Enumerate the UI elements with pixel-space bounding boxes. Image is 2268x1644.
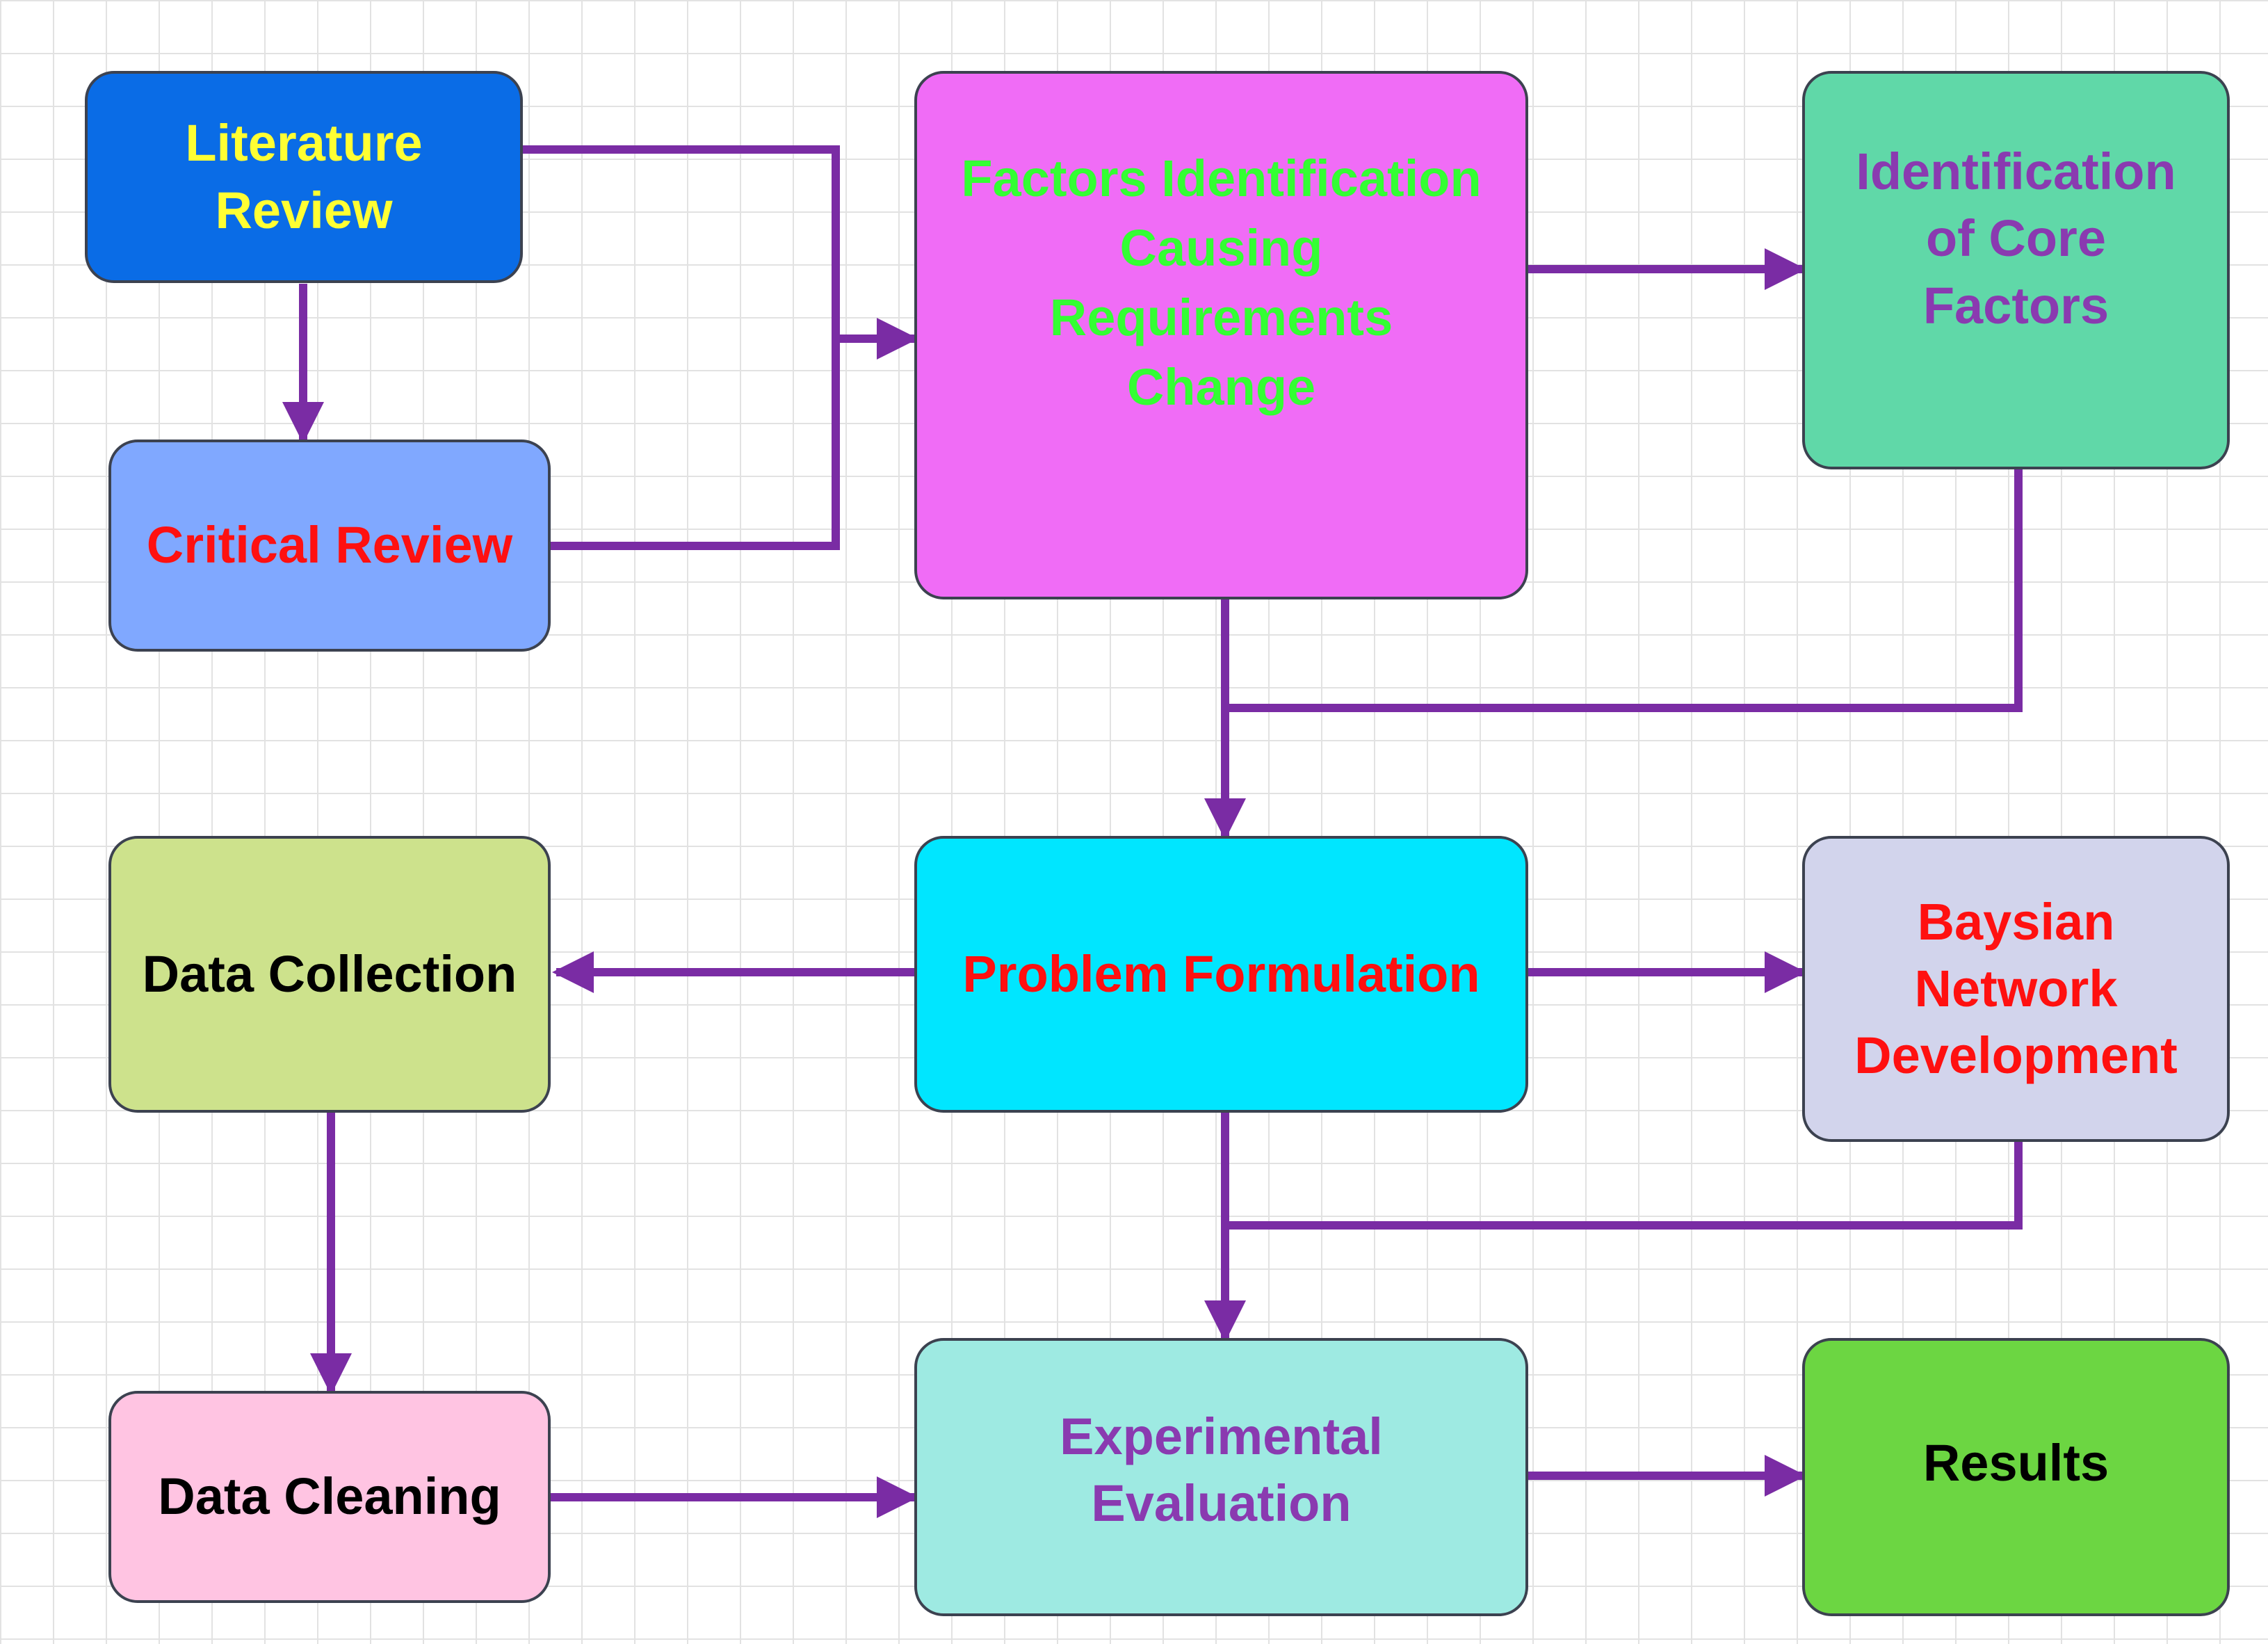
data-cleaning-box: Data Cleaning: [108, 1391, 551, 1603]
baysian-network-label: Baysian Network Development: [1854, 892, 2178, 1085]
results-box: Results: [1802, 1338, 2230, 1616]
problem-formulation-box: Problem Formulation: [914, 836, 1528, 1113]
data-collection-label: Data Collection: [142, 944, 517, 1003]
experimental-evaluation-box: Experimental Evaluation: [914, 1338, 1528, 1616]
critical-review-label: Critical Review: [146, 516, 513, 574]
literature-review-label: Literature Review: [185, 114, 423, 239]
core-factors-box: Identification of Core Factors: [1802, 71, 2230, 469]
data-collection-box: Data Collection: [108, 836, 551, 1113]
literature-review-box: Literature Review: [85, 71, 523, 283]
edge-literature-to-factors: [523, 145, 840, 339]
factors-identification-label: Factors Identification Causing Requireme…: [961, 150, 1482, 416]
problem-formulation-label: Problem Formulation: [962, 944, 1480, 1003]
edge-baysian-to-merge: [1225, 1142, 2023, 1230]
core-factors-label: Identification of Core Factors: [1856, 143, 2176, 335]
factors-identification-box: Factors Identification Causing Requireme…: [914, 71, 1528, 599]
experimental-evaluation-label: Experimental Evaluation: [1060, 1407, 1383, 1532]
baysian-network-box: Baysian Network Development: [1802, 836, 2230, 1142]
edge-critical-to-factors: [551, 339, 840, 550]
data-cleaning-label: Data Cleaning: [158, 1467, 501, 1526]
edge-core-factors-to-merge: [1225, 469, 2023, 712]
critical-review-box: Critical Review: [108, 440, 551, 652]
results-label: Results: [1922, 1433, 2109, 1492]
